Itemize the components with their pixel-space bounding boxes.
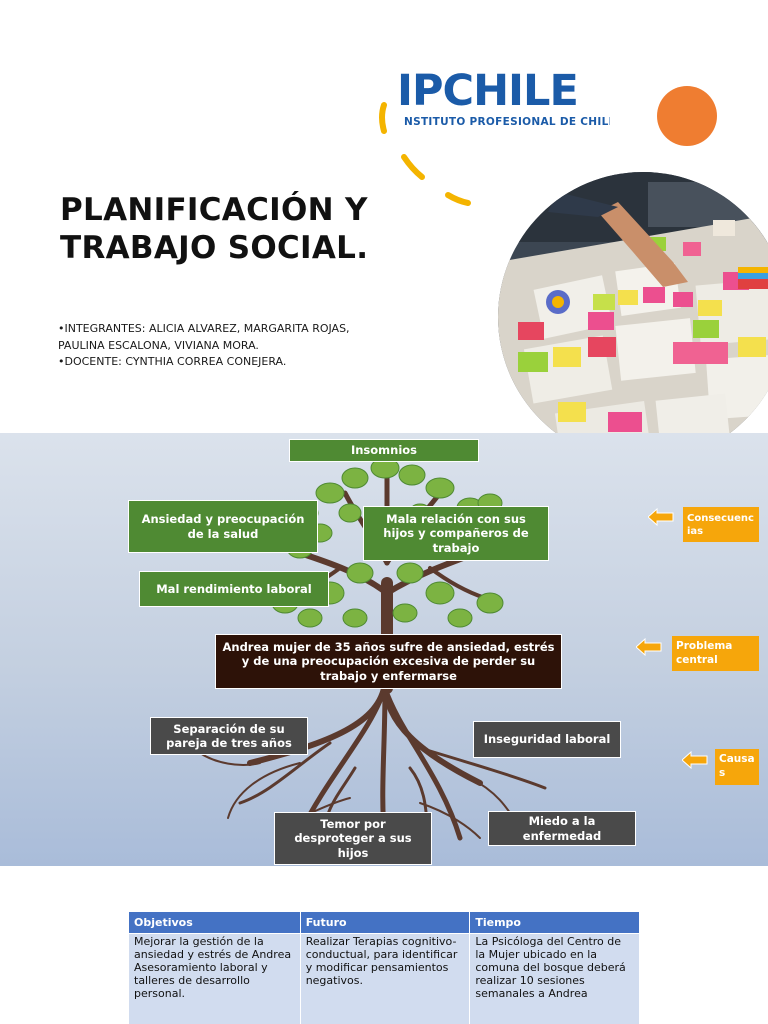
title-slide: IPCHILE NSTITUTO PROFESIONAL DE CHILE PL… [0, 0, 768, 433]
decorative-orange-circle [657, 86, 717, 146]
arrow-left-icon [648, 508, 674, 526]
cell-time: La Psicóloga del Centro de la Mujer ubic… [469, 933, 640, 1024]
consequence-low-performance: Mal rendimiento laboral [139, 571, 329, 607]
cell-future: Realizar Terapias cognitivo-conductual, … [299, 933, 471, 1024]
table-header-row: Objetivos Futuro Tiempo [128, 911, 640, 934]
cause-separation: Separación de su pareja de tres años [150, 717, 308, 755]
arrow-left-icon [682, 751, 708, 769]
ipchile-logo-subtitle: NSTITUTO PROFESIONAL DE CHILE [404, 116, 610, 128]
decorative-dashed-arc [379, 102, 471, 206]
consequence-health-anxiety: Ansiedad y preocupación de la salud [128, 500, 318, 553]
planning-table-slide: Objetivos Futuro Tiempo Mejorar la gesti… [0, 866, 768, 1024]
header-future: Futuro [299, 911, 471, 934]
consequence-bad-relationships: Mala relación con sus hijos y compañeros… [363, 506, 549, 561]
cause-job-insecurity: Inseguridad laboral [473, 721, 621, 758]
table-row: Mejorar la gestión de la ansiedad y estr… [128, 933, 640, 1024]
planning-table: Objetivos Futuro Tiempo Mejorar la gesti… [128, 911, 640, 1024]
cause-fear-unprotecting-children: Temor por desproteger a sus hijos [274, 812, 432, 865]
title-line-1: PLANIFICACIÓN Y [60, 192, 368, 228]
members-bullet: •INTEGRANTES: ALICIA ALVAREZ, MARGARITA … [58, 322, 350, 352]
consequence-insomnia: Insomnios [289, 439, 479, 462]
ipchile-logo: IPCHILE [397, 66, 579, 116]
credits-list: •INTEGRANTES: ALICIA ALVAREZ, MARGARITA … [58, 321, 388, 371]
header-objectives: Objetivos [128, 911, 301, 934]
central-problem: Andrea mujer de 35 años sufre de ansieda… [215, 634, 562, 689]
presentation-title: PLANIFICACIÓN Y TRABAJO SOCIAL. [60, 192, 368, 268]
cell-objectives: Mejorar la gestión de la ansiedad y estr… [128, 933, 301, 1024]
problem-tree-slide: Insomnios Ansiedad y preocupación de la … [0, 433, 768, 866]
title-line-2: TRABAJO SOCIAL. [60, 229, 369, 266]
header-time: Tiempo [469, 911, 640, 934]
label-consequences: Consecuencias [683, 507, 759, 542]
cause-fear-illness: Miedo a la enfermedad [488, 811, 636, 846]
label-central-problem: Problema central [672, 636, 759, 671]
arrow-left-icon [636, 638, 662, 656]
teacher-bullet: •DOCENTE: CYNTHIA CORREA CONEJERA. [58, 355, 287, 368]
planning-desk-photo [498, 172, 768, 433]
label-causes: Causas [715, 749, 759, 785]
